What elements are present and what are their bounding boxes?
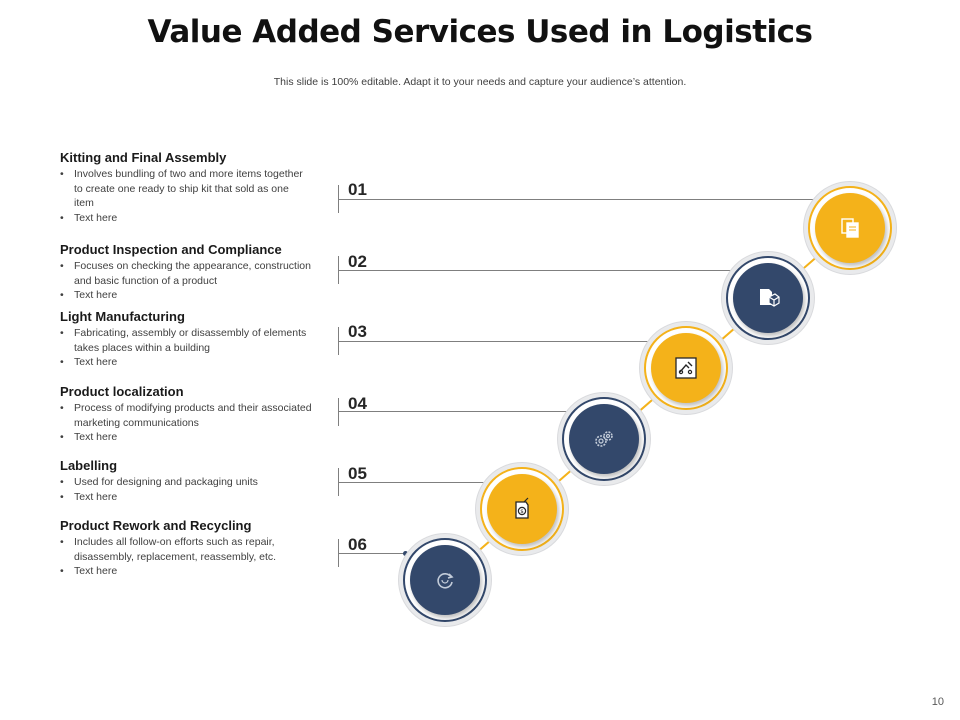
- item-title: Product Rework and Recycling: [60, 518, 252, 533]
- step-number: 06: [348, 535, 367, 554]
- price-tag-icon: $: [515, 497, 529, 519]
- gears-icon: [595, 431, 613, 447]
- documents-icon: [841, 218, 859, 238]
- step-circle-01: [804, 182, 896, 274]
- service-item-localization: Product localization Process of modifyin…: [60, 384, 330, 445]
- step-line: [338, 199, 818, 200]
- step-number: 03: [348, 322, 367, 341]
- slide-subtitle: This slide is 100% editable. Adapt it to…: [273, 76, 687, 88]
- service-item-manufacturing: Light Manufacturing Fabricating, assembl…: [60, 309, 330, 370]
- item-bullet: Focuses on checking the appearance, cons…: [60, 259, 314, 288]
- step-circle-03: [640, 322, 732, 414]
- service-item-kitting: Kitting and Final Assembly Involves bund…: [60, 150, 330, 225]
- step-number: 02: [348, 252, 367, 271]
- step-number: 04: [348, 394, 367, 413]
- item-bullet: Includes all follow-on efforts such as r…: [60, 535, 320, 564]
- item-title: Product Inspection and Compliance: [60, 242, 282, 257]
- svg-text:$: $: [520, 509, 524, 515]
- step-circle-06: [399, 534, 491, 626]
- item-title: Kitting and Final Assembly: [60, 150, 227, 165]
- step-line: [338, 270, 734, 271]
- recycle-icon: [437, 573, 454, 589]
- item-bullet: Fabricating, assembly or disassembly of …: [60, 326, 314, 355]
- item-bullet: Text here: [60, 564, 330, 579]
- step-number: 05: [348, 464, 367, 483]
- item-bullet: Involves bundling of two and more items …: [60, 167, 306, 211]
- service-item-labelling: Labelling Used for designing and packagi…: [60, 458, 330, 504]
- step-circle-02: [722, 252, 814, 344]
- step-circle-04: [558, 393, 650, 485]
- slide-title: Value Added Services Used in Logistics: [147, 14, 813, 50]
- item-title: Product localization: [60, 384, 184, 399]
- item-bullet: Process of modifying products and their …: [60, 401, 314, 430]
- item-bullet: Text here: [60, 490, 330, 505]
- item-bullet: Text here: [60, 211, 330, 226]
- step-number: 01: [348, 180, 367, 199]
- step-circle-05: $: [476, 463, 568, 555]
- item-bullet: Text here: [60, 288, 330, 303]
- tools-icon: [675, 357, 697, 379]
- service-item-rework: Product Rework and Recycling Includes al…: [60, 518, 330, 579]
- item-bullet: Used for designing and packaging units: [60, 475, 330, 490]
- item-title: Light Manufacturing: [60, 309, 185, 324]
- step-dot: [403, 551, 408, 556]
- step-line: [338, 482, 488, 483]
- step-line: [338, 411, 570, 412]
- step-line: [338, 341, 652, 342]
- page-number: 10: [931, 696, 944, 708]
- box-document-icon: [760, 289, 780, 307]
- number-stem: [338, 398, 339, 426]
- step-line: [338, 553, 406, 554]
- item-bullet: Text here: [60, 355, 330, 370]
- item-bullet: Text here: [60, 430, 330, 445]
- item-title: Labelling: [60, 458, 118, 473]
- service-item-inspection: Product Inspection and Compliance Focuse…: [60, 242, 330, 303]
